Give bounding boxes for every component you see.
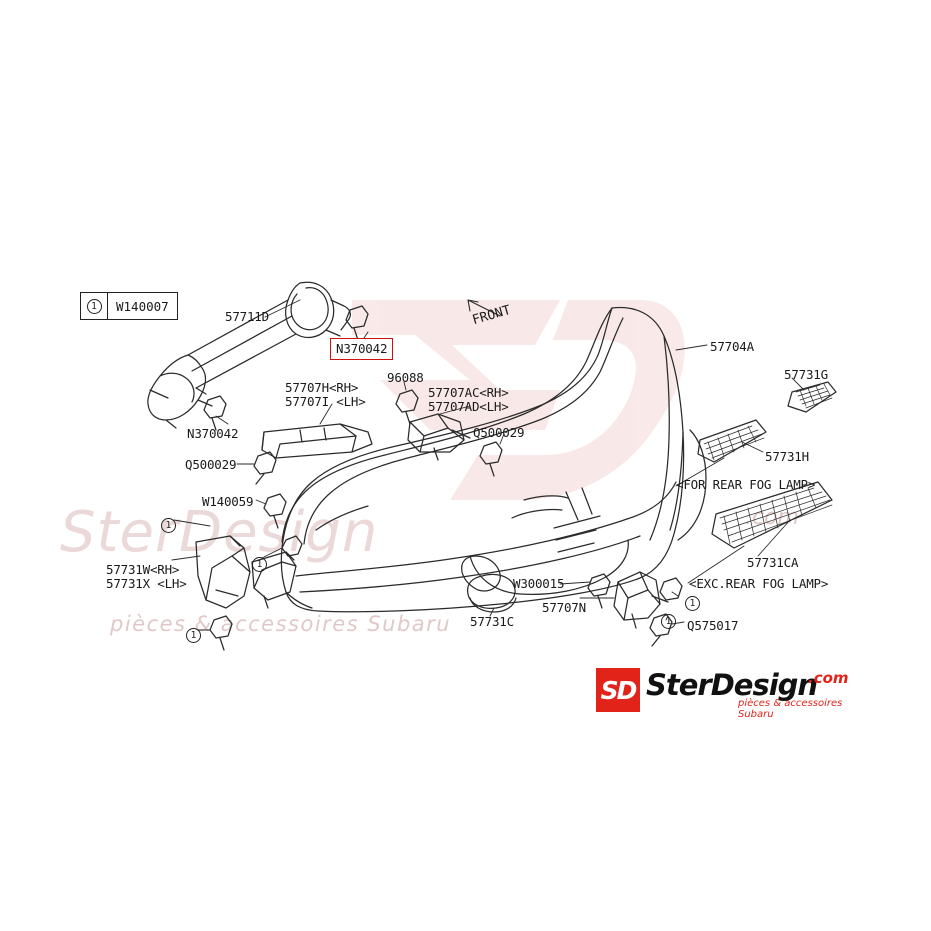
part-label-l-57704a: 57704A bbox=[710, 339, 754, 354]
part-label-l-fogfor: <FOR REAR FOG LAMP> bbox=[676, 477, 816, 492]
part-label-l-57731g: 57731G bbox=[784, 367, 828, 382]
part-label-l-57731wx: 57731W<RH> 57731X <LH> bbox=[106, 562, 187, 591]
sterdesign-logo: SD SterDesign .com pièces & accessoires … bbox=[596, 668, 862, 720]
legend-box: 1 W140007 bbox=[80, 292, 178, 320]
part-label-l-fogexc: <EXC.REAR FOG LAMP> bbox=[689, 576, 829, 591]
part-label-l-57731ca: 57731CA bbox=[747, 555, 799, 570]
watermark-tagline: pièces & accessoires Subaru bbox=[110, 612, 452, 636]
callout-number-4: 1 bbox=[685, 596, 700, 611]
legend-number-cell: 1 bbox=[81, 293, 108, 319]
part-label-l-q575017: Q575017 bbox=[687, 618, 739, 633]
part-label-l-57707n: 57707N bbox=[542, 600, 586, 615]
logo-initials: SD bbox=[600, 675, 638, 705]
callout-number-3: 1 bbox=[186, 628, 201, 643]
logo-wordmark: SterDesign bbox=[646, 668, 818, 702]
part-label-l-w140059: W140059 bbox=[202, 494, 254, 509]
legend-part-number: W140007 bbox=[116, 298, 169, 314]
callout-number-2: 1 bbox=[252, 557, 267, 572]
part-label-l-96088: 96088 bbox=[387, 370, 424, 385]
logo-tagline: pièces & accessoires Subaru bbox=[738, 698, 843, 720]
logo-dotcom: .com bbox=[808, 669, 849, 687]
logo-badge: SD bbox=[596, 668, 640, 712]
part-label-l-57731c: 57731C bbox=[470, 614, 514, 629]
callout-number-1: 1 bbox=[161, 518, 176, 533]
part-label-l-57731h: 57731H bbox=[765, 449, 809, 464]
part-label-l-q500029b: Q500029 bbox=[185, 457, 237, 472]
part-label-l-57707ad: 57707AC<RH> 57707AD<LH> bbox=[428, 385, 509, 414]
part-label-l-w300015: W300015 bbox=[513, 576, 565, 591]
part-label-l-q500029a: Q500029 bbox=[473, 425, 525, 440]
callout-number-5: 1 bbox=[661, 614, 676, 629]
part-label-l-57707hi: 57707H<RH> 57707I <LH> bbox=[285, 380, 366, 409]
watermark-brand-text: SterDesign bbox=[60, 500, 379, 565]
part-label-l-57711d: 57711D bbox=[225, 309, 269, 324]
part-label-l-n370042b: N370042 bbox=[187, 426, 239, 441]
watermark-dotcom: .com bbox=[745, 505, 799, 530]
highlighted-part-label-n370042: N370042 bbox=[330, 338, 394, 360]
legend-circle-number: 1 bbox=[86, 298, 102, 314]
